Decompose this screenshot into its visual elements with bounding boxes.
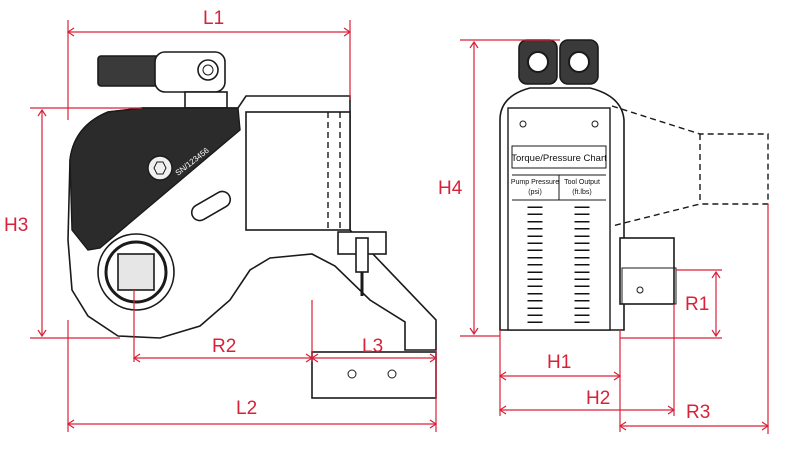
side-drive <box>619 237 675 305</box>
plate-row-pressure: ▬▬▬ <box>528 254 543 260</box>
plate-row-output: ▬▬▬ <box>575 269 590 275</box>
dim-R1: R1 <box>685 294 709 315</box>
plate-row-pressure: ▬▬▬ <box>528 247 543 253</box>
release-pin <box>337 231 387 296</box>
dim-L3: L3 <box>362 336 383 357</box>
dim-R2: R2 <box>212 336 236 357</box>
plate-row-pressure: ▬▬▬ <box>528 211 543 217</box>
reaction-arm <box>311 351 437 399</box>
plate-row-output: ▬▬▬ <box>575 312 590 318</box>
plate-row-pressure: ▬▬▬ <box>528 290 543 296</box>
plate-row-output: ▬▬▬ <box>575 226 590 232</box>
dimensions: L1 H3 R2 L3 L2 H4 H1 <box>4 8 770 434</box>
plate-row-pressure: ▬▬▬ <box>528 319 543 325</box>
plate-row-output: ▬▬▬ <box>575 233 590 239</box>
plate-row-pressure: ▬▬▬ <box>528 276 543 282</box>
square-drive <box>117 253 155 291</box>
plate-row-output: ▬▬▬ <box>575 276 590 282</box>
dim-R3: R3 <box>686 402 710 423</box>
plate-row-output: ▬▬▬ <box>575 240 590 246</box>
hex-bolt <box>147 155 173 181</box>
dim-H3: H3 <box>4 215 28 236</box>
plate-row-pressure: ▬▬▬ <box>528 233 543 239</box>
plate-row-pressure: ▬▬▬ <box>528 283 543 289</box>
reaction-arm-dashed <box>611 105 769 227</box>
dim-L2: L2 <box>236 398 257 419</box>
plate-row-pressure: ▬▬▬ <box>528 305 543 311</box>
tool-side-view <box>67 51 437 399</box>
plate-row-pressure: ▬▬▬ <box>528 298 543 304</box>
plate-row-pressure: ▬▬▬ <box>528 262 543 268</box>
plate-title: Torque/Pressure Chart <box>511 153 607 164</box>
plate-row-output: ▬▬▬ <box>575 204 590 210</box>
plate-row-output: ▬▬▬ <box>575 305 590 311</box>
plate-col2-unit: (ft.lbs) <box>572 189 591 196</box>
plate-row-output: ▬▬▬ <box>575 290 590 296</box>
torque-plate: Torque/Pressure Chart Pump Pressure (psi… <box>507 107 611 331</box>
plate-row-pressure: ▬▬▬ <box>528 312 543 318</box>
plate-row-output: ▬▬▬ <box>575 211 590 217</box>
plate-row-pressure: ▬▬▬ <box>528 218 543 224</box>
dim-H4: H4 <box>438 178 463 199</box>
cylinder <box>245 111 351 231</box>
plate-row-pressure: ▬▬▬ <box>528 269 543 275</box>
plate-row-output: ▬▬▬ <box>575 218 590 224</box>
plate-rows: ▬▬▬▬▬▬▬▬▬▬▬▬▬▬▬▬▬▬▬▬▬▬▬▬▬▬▬▬▬▬▬▬▬▬▬▬▬▬▬▬… <box>528 204 590 325</box>
plate-row-output: ▬▬▬ <box>575 247 590 253</box>
plate-row-pressure: ▬▬▬ <box>528 240 543 246</box>
plate-row-pressure: ▬▬▬ <box>528 204 543 210</box>
dim-H2: H2 <box>586 388 610 409</box>
tool-end-view: Torque/Pressure Chart Pump Pressure (psi… <box>499 39 769 331</box>
dim-L1: L1 <box>203 8 224 29</box>
plate-row-output: ▬▬▬ <box>575 254 590 260</box>
plate-row-output: ▬▬▬ <box>575 283 590 289</box>
plate-col1-header: Pump Pressure <box>511 179 559 186</box>
plate-col1-unit: (psi) <box>528 189 542 196</box>
plate-row-output: ▬▬▬ <box>575 262 590 268</box>
dim-H1: H1 <box>547 352 571 373</box>
plate-row-output: ▬▬▬ <box>575 319 590 325</box>
swivel-coupler <box>97 51 228 109</box>
plate-col2-header: Tool Output <box>564 179 600 186</box>
plate-row-output: ▬▬▬ <box>575 298 590 304</box>
plate-row-pressure: ▬▬▬ <box>528 226 543 232</box>
